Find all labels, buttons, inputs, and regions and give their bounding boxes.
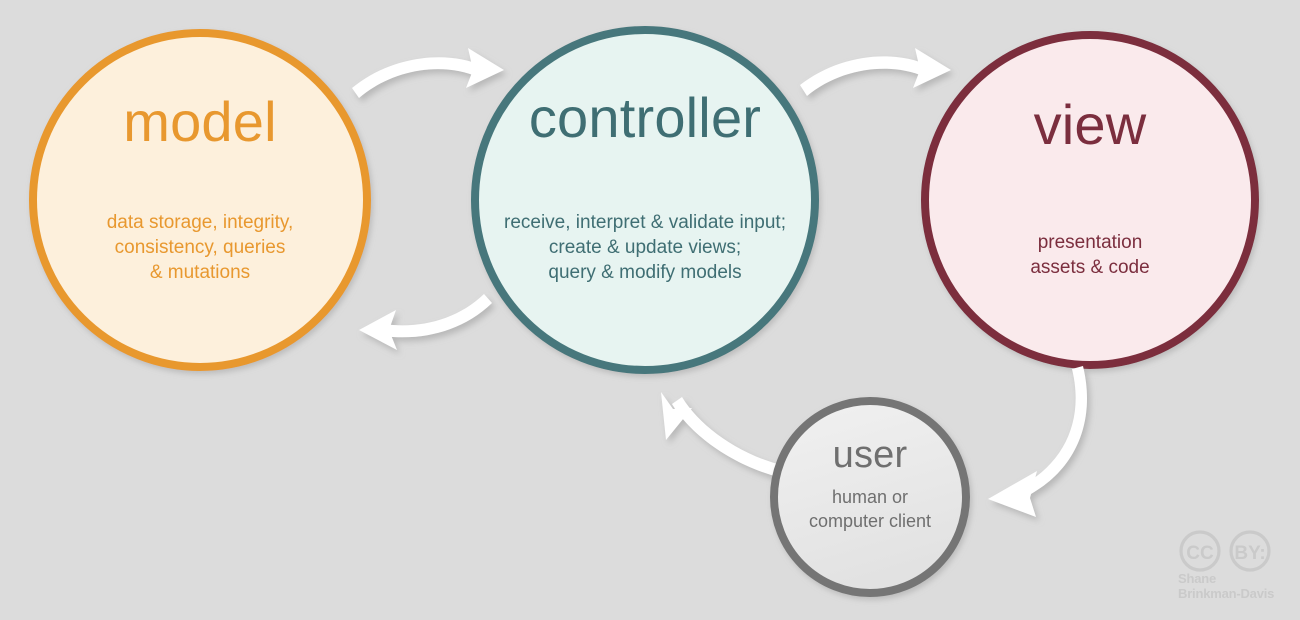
view-desc-line-1: presentation: [1037, 232, 1143, 253]
controller-desc-line-3: query & modify models: [548, 262, 742, 284]
arrow-view-to-user: [988, 366, 1088, 517]
model-desc-line-2: consistency, queries: [114, 237, 286, 259]
view-title: view: [1033, 93, 1147, 156]
view-description: presentation assets & code: [915, 230, 1265, 280]
node-model[interactable]: model data storage, integrity, consisten…: [22, 22, 378, 378]
arrow-model-to-controller: [352, 48, 504, 98]
arrow-user-to-controller: [661, 392, 781, 477]
user-desc-line-2: computer client: [808, 510, 932, 531]
license-attribution: Shane Brinkman-Davis: [1178, 571, 1290, 601]
circle-view[interactable]: [921, 31, 1259, 369]
arrow-group: [352, 48, 1088, 517]
author-last-name: Brinkman-Davis: [1178, 585, 1275, 601]
controller-desc-line-2: create & update views;: [548, 237, 742, 259]
node-user[interactable]: user human or computer client: [767, 394, 973, 600]
controller-desc-line-1: receive, interpret & validate input;: [504, 212, 786, 233]
cc-by-icon: CC BY:: [1179, 530, 1271, 572]
controller-description: receive, interpret & validate input; cre…: [465, 210, 825, 285]
cc-glyph-text: CC: [1186, 543, 1214, 564]
node-controller[interactable]: controller receive, interpret & validate…: [465, 20, 825, 380]
user-desc-line-1: human or: [831, 487, 909, 507]
view-desc-line-2: assets & code: [1030, 257, 1150, 279]
by-glyph-text: BY:: [1234, 543, 1265, 564]
arrow-controller-to-model: [359, 294, 492, 350]
arrow-controller-to-view: [800, 48, 951, 96]
model-description: data storage, integrity, consistency, qu…: [22, 210, 378, 285]
model-desc-line-3: & mutations: [149, 262, 251, 284]
model-desc-line-1: data storage, integrity,: [106, 212, 294, 233]
creative-commons-badge[interactable]: CC BY: Shane Brinkman-Davis: [1178, 530, 1290, 608]
author-first-name: Shane: [1178, 571, 1217, 586]
circle-user[interactable]: [770, 397, 970, 597]
controller-title: controller: [528, 86, 762, 149]
model-title: model: [123, 90, 277, 153]
circle-model[interactable]: [29, 29, 371, 371]
circle-controller[interactable]: [471, 26, 819, 374]
user-title: user: [832, 434, 908, 476]
node-view[interactable]: view presentation assets & code: [915, 25, 1265, 375]
user-description: human or computer client: [767, 486, 973, 534]
